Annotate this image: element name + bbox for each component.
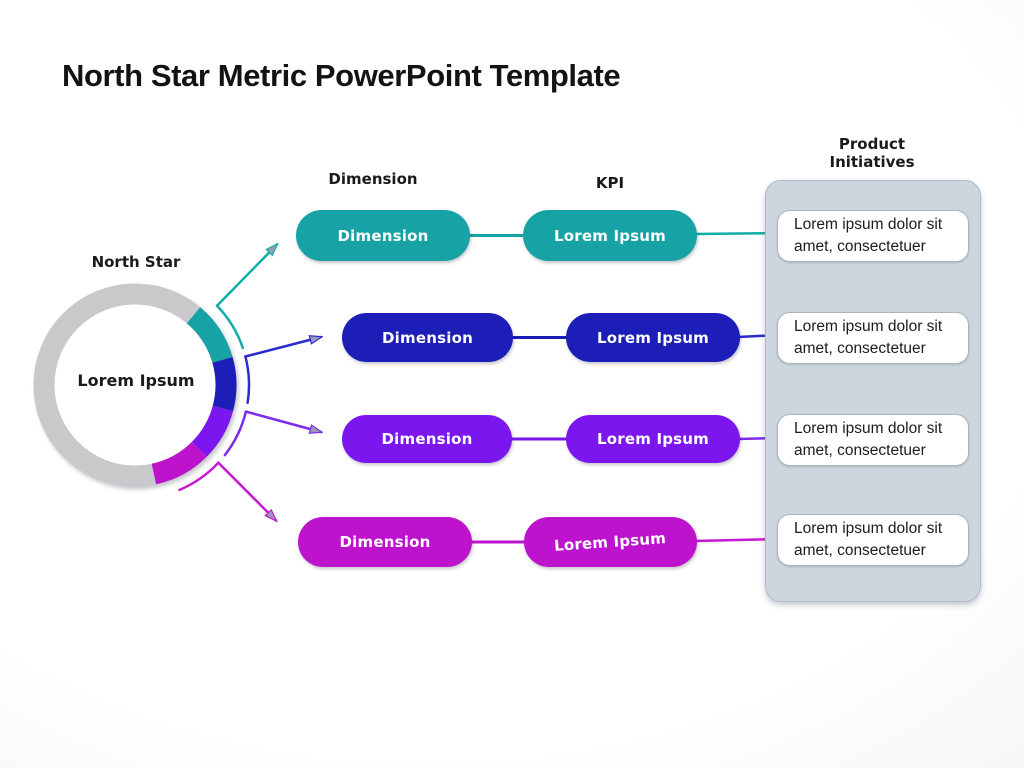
column-header-dimension: Dimension: [328, 170, 418, 188]
arrow-violet: [223, 410, 321, 457]
column-header-product-initiatives: Product Initiatives: [829, 135, 915, 171]
north-star-center-label: Lorem Ipsum: [77, 371, 195, 390]
dimension-pill-label: Dimension: [382, 328, 473, 347]
ring-segment-magenta: [151, 441, 207, 485]
kpi-pill-label: Lorem Ipsum: [553, 226, 667, 245]
initiative-card-3: Lorem ipsum dolor sit amet, consectetuer: [777, 414, 969, 466]
kpi-pill-3: Lorem Ipsum: [566, 415, 740, 463]
initiative-text: Lorem ipsum dolor sit amet, consectetuer: [794, 520, 943, 559]
ring-segment-violet: [191, 405, 234, 457]
arrow-blue: [244, 337, 321, 405]
north-star-label: North Star: [91, 253, 181, 271]
kpi-pill-label: Lorem Ipsum: [596, 430, 710, 448]
kpi-pill-2: Lorem Ipsum: [566, 313, 740, 362]
initiatives-panel: Lorem ipsum dolor sit amet, consectetuer…: [765, 180, 981, 602]
initiative-text: Lorem ipsum dolor sit amet, consectetuer: [794, 318, 943, 357]
initiative-text: Lorem ipsum dolor sit amet, consectetuer: [794, 420, 943, 459]
ring-segment-blue: [212, 357, 237, 412]
initiative-card-1: Lorem ipsum dolor sit amet, consectetuer: [777, 210, 969, 262]
dimension-pill-2: Dimension: [342, 313, 513, 362]
dimension-pill-3: Dimension: [342, 415, 512, 463]
kpi-pill-1: Lorem Ipsum: [523, 210, 697, 261]
dimension-pill-label: Dimension: [381, 430, 473, 448]
dimension-pill-4: Dimension: [298, 517, 472, 567]
dimension-pill-label: Dimension: [339, 533, 431, 551]
kpi-pill-4: Lorem Ipsum: [524, 517, 697, 567]
dimension-pill-1: Dimension: [296, 210, 470, 261]
page-title: North Star Metric PowerPoint Template: [62, 58, 621, 93]
ring-segment-teal: [186, 307, 233, 364]
initiative-card-2: Lorem ipsum dolor sit amet, consectetuer: [777, 312, 969, 364]
arrow-magenta: [178, 461, 277, 521]
kpi-pill-label: Lorem Ipsum: [596, 328, 710, 347]
initiative-card-4: Lorem ipsum dolor sit amet, consectetuer: [777, 514, 969, 566]
kpi-pill-label: Lorem Ipsum: [553, 529, 668, 555]
initiative-text: Lorem ipsum dolor sit amet, consectetuer: [794, 216, 943, 255]
arrow-teal: [215, 245, 277, 350]
column-header-kpi: KPI: [595, 174, 625, 192]
dimension-pill-label: Dimension: [337, 226, 429, 245]
